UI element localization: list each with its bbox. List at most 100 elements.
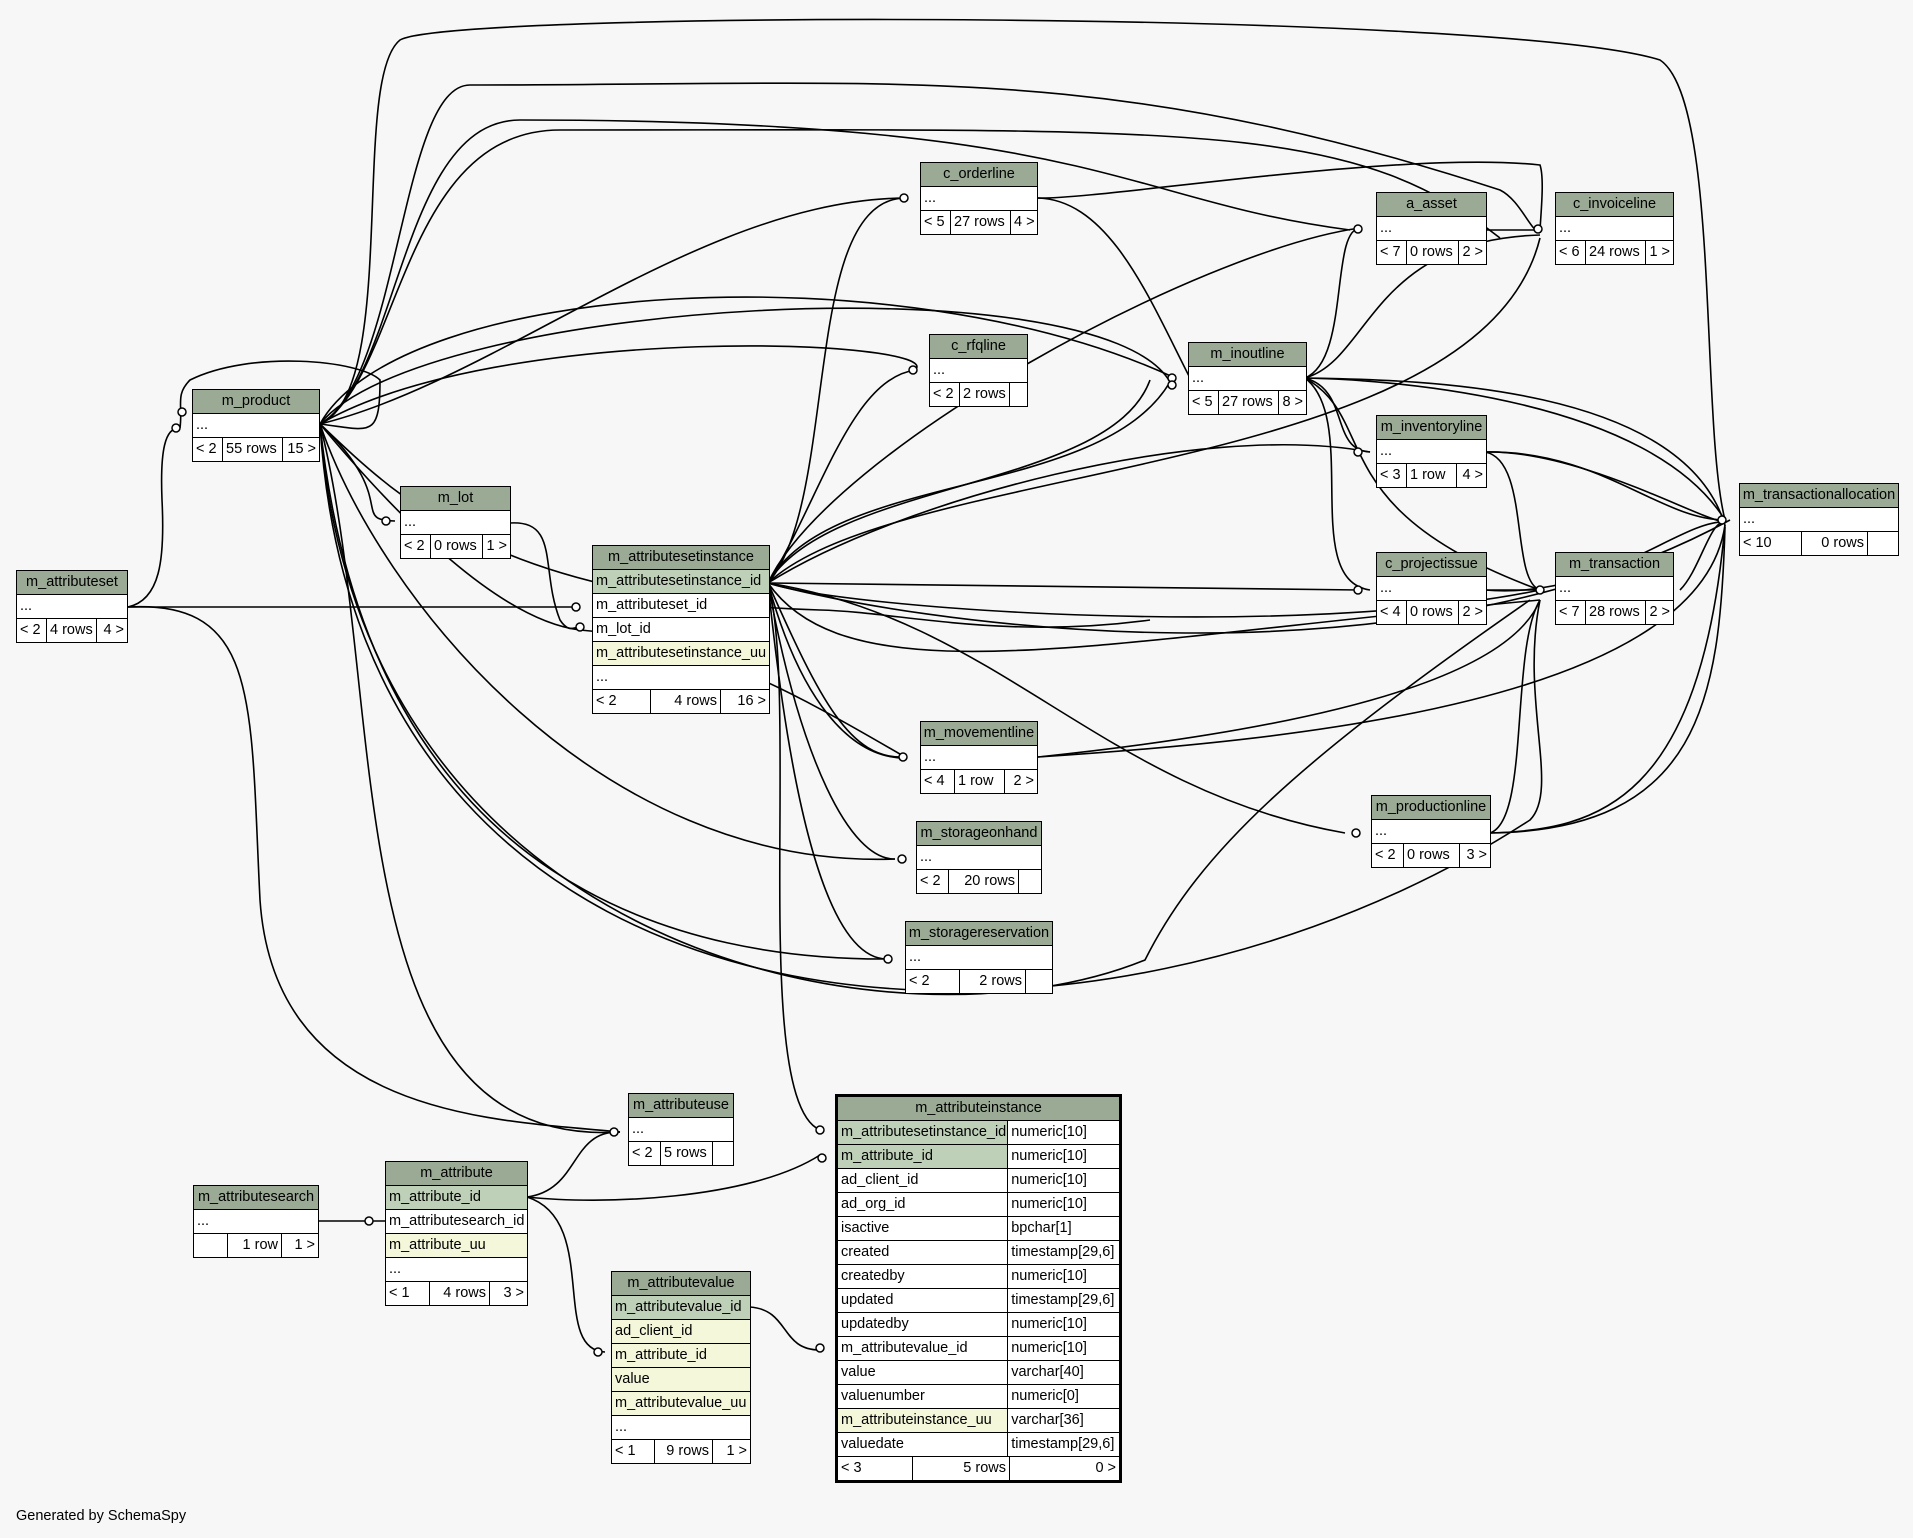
table-m_attributesearch[interactable]: m_attributesearch ... 1 row 1 > xyxy=(193,1185,319,1258)
table-m_productionline[interactable]: m_productionline ... < 2 0 rows 3 > xyxy=(1371,795,1491,868)
child-count[interactable]: 4 > xyxy=(103,622,124,638)
parent-count[interactable]: < 5 xyxy=(1189,391,1219,414)
table-m_attributeset[interactable]: m_attributeset ... < 2 4 rows 4 > xyxy=(16,570,128,643)
child-count[interactable]: 2 > xyxy=(1013,773,1034,789)
table-footer: 1 row 1 > xyxy=(194,1234,318,1257)
parent-count[interactable]: < 2 xyxy=(906,970,960,993)
table-m_attributeinstance[interactable]: m_attributeinstance m_attributesetinstan… xyxy=(835,1094,1122,1483)
column-row: ... xyxy=(921,746,1037,770)
parent-count[interactable]: < 1 xyxy=(386,1282,430,1305)
child-count[interactable]: 1 > xyxy=(486,538,507,554)
parent-count[interactable]: < 2 xyxy=(1372,844,1404,867)
table-footer: < 2 4 rows 4 > xyxy=(17,619,127,642)
parent-count[interactable]: < 4 xyxy=(1377,601,1407,624)
table-m_storageonhand[interactable]: m_storageonhand ... < 2 20 rows xyxy=(916,821,1042,894)
row-count: 0 rows xyxy=(1802,532,1868,555)
table-m_inoutline[interactable]: m_inoutline ... < 5 27 rows 8 > xyxy=(1188,342,1307,415)
table-header: m_attributeuse xyxy=(629,1094,733,1118)
column-type: bpchar[1] xyxy=(1011,1220,1072,1236)
table-header: c_projectissue xyxy=(1377,553,1486,577)
table-c_orderline[interactable]: c_orderline ... < 5 27 rows 4 > xyxy=(920,162,1038,235)
column-name: updatedby xyxy=(838,1313,1009,1336)
parent-count[interactable]: < 2 xyxy=(629,1142,661,1165)
row-count: 2 rows xyxy=(960,383,1010,406)
column-row: m_attributesearch_id xyxy=(386,1210,527,1234)
table-footer: < 1 4 rows 3 > xyxy=(386,1282,527,1305)
table-header: m_attribute xyxy=(386,1162,527,1186)
child-count[interactable]: 3 > xyxy=(1466,847,1487,863)
child-count[interactable]: 4 > xyxy=(1014,214,1035,230)
column-row: ... xyxy=(386,1258,527,1282)
column-row: m_attributevalue_id xyxy=(612,1296,750,1320)
child-count[interactable]: 0 > xyxy=(1095,1460,1116,1476)
child-count[interactable]: 8 > xyxy=(1282,394,1303,410)
table-footer: < 7 28 rows 2 > xyxy=(1556,601,1673,624)
parent-count[interactable]: < 3 xyxy=(838,1457,913,1480)
table-m_storagereservation[interactable]: m_storagereservation ... < 2 2 rows xyxy=(905,921,1053,994)
table-m_movementline[interactable]: m_movementline ... < 4 1 row 2 > xyxy=(920,721,1038,794)
child-count[interactable] xyxy=(1010,383,1027,406)
column-row: ... xyxy=(193,414,319,438)
child-count[interactable]: 15 > xyxy=(287,441,316,457)
column-row: ... xyxy=(629,1118,733,1142)
table-m_attributevalue[interactable]: m_attributevalue m_attributevalue_id ad_… xyxy=(611,1271,751,1464)
parent-count[interactable]: < 2 xyxy=(193,438,223,461)
parent-count[interactable]: < 2 xyxy=(17,619,47,642)
parent-count[interactable]: < 2 xyxy=(401,535,431,558)
table-m_lot[interactable]: m_lot ... < 2 0 rows 1 > xyxy=(400,486,511,559)
parent-count[interactable]: < 1 xyxy=(612,1440,655,1463)
child-count[interactable] xyxy=(1868,532,1898,555)
child-count[interactable]: 2 > xyxy=(1462,604,1483,620)
column-type: numeric[10] xyxy=(1011,1340,1087,1356)
table-m_inventoryline[interactable]: m_inventoryline ... < 3 1 row 4 > xyxy=(1376,415,1487,488)
table-m_product[interactable]: m_product ... < 2 55 rows 15 > xyxy=(192,389,320,462)
table-m_attributeuse[interactable]: m_attributeuse ... < 2 5 rows xyxy=(628,1093,734,1166)
column-type: timestamp[29,6] xyxy=(1011,1292,1115,1308)
parent-count[interactable]: < 2 xyxy=(930,383,960,406)
table-a_asset[interactable]: a_asset ... < 7 0 rows 2 > xyxy=(1376,192,1487,265)
child-count[interactable]: 3 > xyxy=(503,1285,524,1301)
parent-count[interactable]: < 10 xyxy=(1740,532,1802,555)
child-count[interactable]: 1 > xyxy=(294,1237,315,1253)
child-count[interactable]: 1 > xyxy=(726,1443,747,1459)
parent-count[interactable]: < 7 xyxy=(1556,601,1586,624)
table-m_transaction[interactable]: m_transaction ... < 7 28 rows 2 > xyxy=(1555,552,1674,625)
table-footer: < 5 27 rows 4 > xyxy=(921,211,1037,234)
child-count[interactable]: 1 > xyxy=(1649,244,1670,260)
table-footer: < 2 4 rows 16 > xyxy=(593,690,769,713)
parent-count[interactable]: < 3 xyxy=(1377,464,1407,487)
parent-count[interactable]: < 6 xyxy=(1556,241,1586,264)
child-count[interactable] xyxy=(1026,970,1052,993)
row-count: 4 rows xyxy=(430,1282,490,1305)
column-name: updated xyxy=(838,1289,1009,1312)
table-c_rfqline[interactable]: c_rfqline ... < 2 2 rows xyxy=(929,334,1028,407)
child-count[interactable]: 2 > xyxy=(1649,604,1670,620)
parent-count[interactable]: < 4 xyxy=(921,770,955,793)
column-row: ... xyxy=(921,187,1037,211)
parent-count[interactable]: < 7 xyxy=(1377,241,1407,264)
child-count[interactable]: 16 > xyxy=(737,693,766,709)
table-footer: < 2 0 rows 3 > xyxy=(1372,844,1490,867)
table-m_transactionallocation[interactable]: m_transactionallocation ... < 10 0 rows xyxy=(1739,483,1899,556)
table-c_projectissue[interactable]: c_projectissue ... < 4 0 rows 2 > xyxy=(1376,552,1487,625)
table-footer: < 2 0 rows 1 > xyxy=(401,535,510,558)
parent-count[interactable] xyxy=(194,1234,228,1257)
parent-count[interactable]: < 2 xyxy=(917,870,949,893)
parent-count[interactable]: < 5 xyxy=(921,211,951,234)
table-m_attributesetinstance[interactable]: m_attributesetinstance m_attributesetins… xyxy=(592,545,770,714)
child-count[interactable] xyxy=(1019,870,1041,893)
child-count[interactable]: 2 > xyxy=(1462,244,1483,260)
table-c_invoiceline[interactable]: c_invoiceline ... < 6 24 rows 1 > xyxy=(1555,192,1674,265)
row-count: 9 rows xyxy=(655,1440,713,1463)
parent-count[interactable]: < 2 xyxy=(593,690,651,713)
table-m_attribute[interactable]: m_attribute m_attribute_id m_attributese… xyxy=(385,1161,528,1306)
table-footer: < 4 1 row 2 > xyxy=(921,770,1037,793)
column-name: isactive xyxy=(838,1217,1009,1240)
child-count[interactable]: 4 > xyxy=(1462,467,1483,483)
child-count[interactable] xyxy=(713,1142,733,1165)
